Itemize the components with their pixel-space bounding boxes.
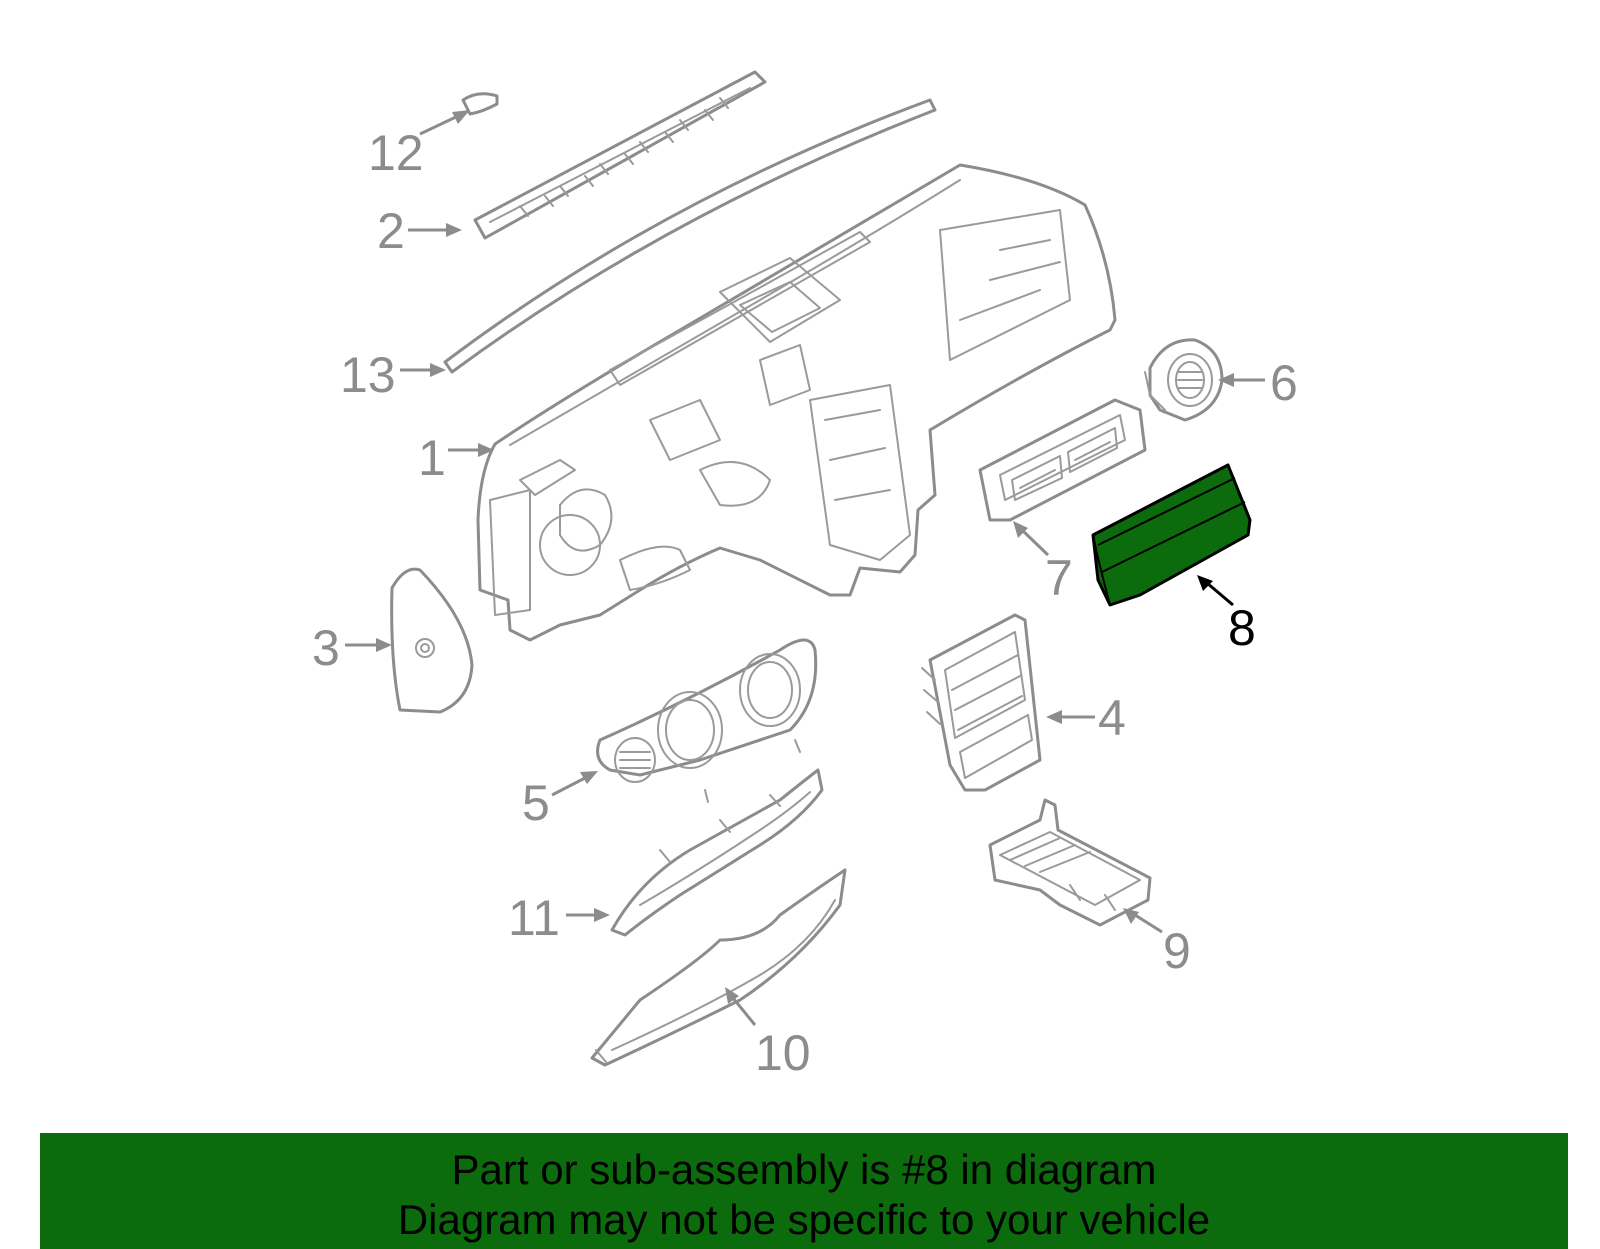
callout-label-2: 2 — [377, 203, 405, 259]
part-8-highlighted — [1091, 463, 1252, 607]
callout-8: 8 — [1197, 575, 1256, 656]
callout-4: 4 — [1046, 690, 1126, 746]
part-9-bracket — [988, 798, 1152, 927]
part-3-end-cap — [390, 567, 474, 714]
callout-label-11: 11 — [508, 890, 560, 946]
callout-5: 5 — [522, 771, 598, 831]
callout-label-3: 3 — [312, 620, 340, 676]
callout-label-10: 10 — [755, 1025, 811, 1081]
callout-9: 9 — [1123, 908, 1191, 979]
part-10-glove-box-liner — [590, 868, 847, 1067]
callout-11: 11 — [508, 890, 610, 946]
part-4-radio-bezel — [921, 613, 1042, 792]
callout-7: 7 — [1013, 521, 1073, 606]
part-13-trim-strip — [443, 98, 937, 374]
callout-12: 12 — [368, 110, 470, 181]
callout-label-5: 5 — [522, 775, 550, 831]
part-1-instrument-panel — [476, 163, 1117, 642]
callout-10: 10 — [725, 987, 811, 1081]
banner-line-2: Diagram may not be specific to your vehi… — [397, 1196, 1211, 1243]
callout-6: 6 — [1218, 355, 1298, 411]
callout-13: 13 — [340, 347, 446, 403]
callout-label-7: 7 — [1045, 550, 1073, 606]
part-7-center-vent — [978, 398, 1147, 522]
callout-label-12: 12 — [368, 125, 424, 181]
part-5-cluster-bezel — [596, 638, 818, 803]
callout-2: 2 — [377, 203, 462, 259]
part-11-lower-trim — [610, 768, 824, 937]
callout-label-1: 1 — [418, 430, 446, 486]
callout-label-4: 4 — [1098, 690, 1126, 746]
callout-label-9: 9 — [1163, 923, 1191, 979]
banner-line-1: Part or sub-assembly is #8 in diagram — [451, 1146, 1157, 1193]
callout-3: 3 — [312, 620, 392, 676]
part-12-clip — [461, 92, 499, 116]
callout-label-13: 13 — [340, 347, 396, 403]
callout-label-6: 6 — [1270, 355, 1298, 411]
part-2-defroster-grille — [473, 70, 767, 240]
callout-label-8: 8 — [1228, 600, 1256, 656]
callout-1: 1 — [418, 430, 494, 486]
part-info-banner: Part or sub-assembly is #8 in diagram Di… — [40, 1133, 1568, 1249]
exploded-dashboard-diagram: 12 2 13 1 3 5 11 10 6 — [312, 70, 1298, 1081]
part-6-round-vent — [1144, 338, 1224, 422]
